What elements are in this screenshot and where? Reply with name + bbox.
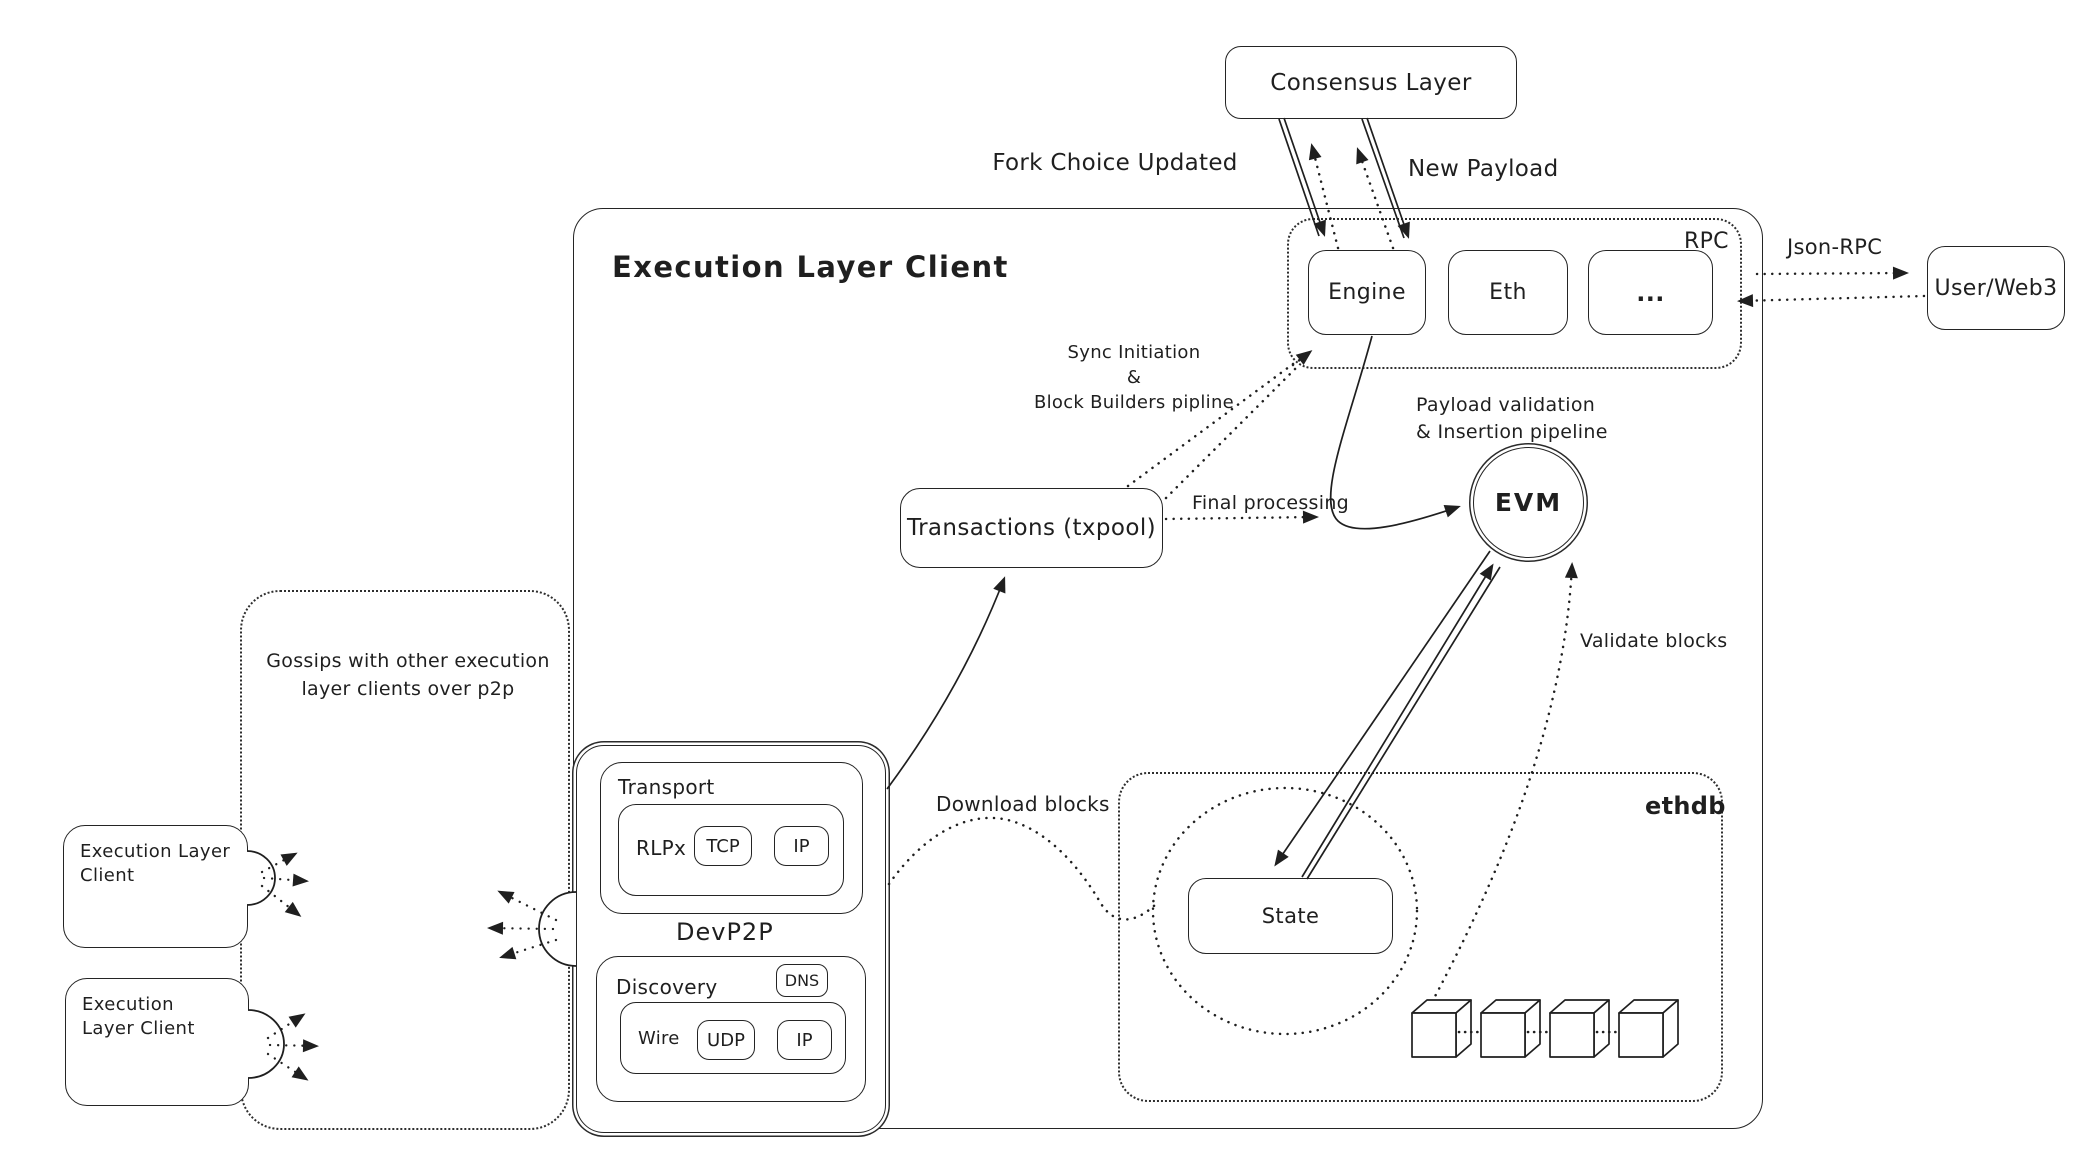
payload-note-line2: & Insertion pipeline bbox=[1416, 420, 1608, 443]
ip-discovery-box: IP bbox=[777, 1020, 832, 1060]
user-web3-label: User/Web3 bbox=[1934, 275, 2058, 301]
rpc-module-more-label: ... bbox=[1636, 278, 1665, 307]
consensus-layer-label: Consensus Layer bbox=[1270, 69, 1472, 96]
peer-client-label-2: Execution Layer Client bbox=[82, 994, 195, 1040]
tcp-box: TCP bbox=[694, 826, 752, 866]
ip-transport-label: IP bbox=[793, 835, 810, 857]
gossip-note: Gossips with other execution layer clien… bbox=[266, 650, 550, 700]
rpc-group-label: RPC bbox=[1684, 229, 1729, 254]
evm-label: EVM bbox=[1494, 488, 1563, 517]
wire-label: Wire bbox=[638, 1028, 680, 1049]
payload-validation-note: Payload validation & Insertion pipeline bbox=[1416, 392, 1608, 445]
sync-note-line1: Sync Initiation bbox=[1067, 342, 1201, 363]
new-payload-label: New Payload bbox=[1408, 156, 1559, 182]
peer-client-box-2: Execution Layer Client bbox=[65, 978, 249, 1106]
peer-client-label-1: Execution Layer Client bbox=[80, 841, 231, 887]
rpc-module-eth-label: Eth bbox=[1489, 280, 1527, 305]
user-to-rpc-dotted bbox=[1737, 294, 1926, 308]
execution-layer-client-title: Execution Layer Client bbox=[612, 250, 1009, 284]
udp-label: UDP bbox=[707, 1029, 745, 1051]
download-blocks-label: Download blocks bbox=[936, 792, 1110, 816]
ip-discovery-label: IP bbox=[796, 1029, 813, 1051]
ip-transport-box: IP bbox=[774, 826, 829, 866]
discovery-label: Discovery bbox=[616, 975, 718, 999]
ethdb-label: ethdb bbox=[1645, 792, 1726, 820]
user-web3-box: User/Web3 bbox=[1927, 246, 2065, 330]
final-processing-label: Final processing bbox=[1192, 492, 1350, 514]
devp2p-label: DevP2P bbox=[676, 918, 774, 946]
rpc-module-engine: Engine bbox=[1308, 250, 1426, 335]
sync-initiation-note: Sync Initiation & Block Builders pipline bbox=[1028, 340, 1240, 416]
dns-label: DNS bbox=[784, 971, 820, 990]
txpool-box: Transactions (txpool) bbox=[900, 488, 1163, 568]
state-label: State bbox=[1261, 904, 1320, 928]
fork-choice-updated-label: Fork Choice Updated bbox=[992, 150, 1238, 176]
state-box: State bbox=[1188, 878, 1393, 954]
rpc-module-eth: Eth bbox=[1448, 250, 1568, 335]
payload-note-line1: Payload validation bbox=[1416, 394, 1596, 416]
evm-circle: EVM bbox=[1473, 447, 1584, 558]
txpool-label: Transactions (txpool) bbox=[907, 515, 1156, 541]
tcp-label: TCP bbox=[706, 835, 740, 857]
validate-blocks-label: Validate blocks bbox=[1580, 630, 1728, 652]
udp-box: UDP bbox=[697, 1020, 755, 1060]
json-rpc-label: Json-RPC bbox=[1787, 235, 1883, 259]
rpc-module-more: ... bbox=[1588, 250, 1713, 335]
consensus-layer-box: Consensus Layer bbox=[1225, 46, 1517, 119]
rlpx-label: RLPx bbox=[636, 836, 687, 860]
sync-note-line3: Block Builders pipline bbox=[1033, 392, 1235, 414]
transport-label: Transport bbox=[618, 775, 715, 799]
rpc-to-user-dotted bbox=[1755, 266, 1909, 280]
peer-client-box-1: Execution Layer Client bbox=[63, 825, 248, 948]
sync-note-line2: & bbox=[1126, 367, 1142, 389]
dns-box: DNS bbox=[776, 964, 828, 997]
rpc-module-engine-label: Engine bbox=[1328, 280, 1406, 305]
